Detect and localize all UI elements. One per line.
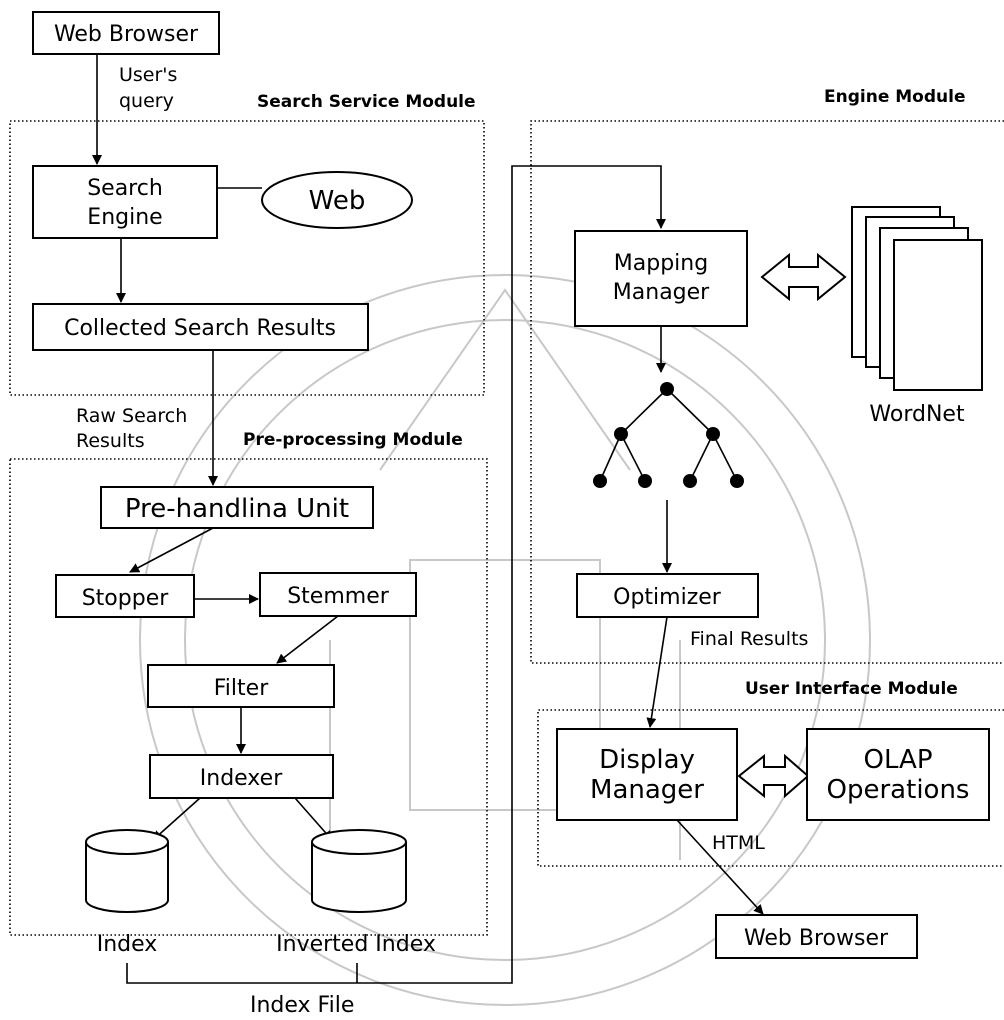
mapping-manager-label-2: Manager	[613, 280, 710, 305]
wordnet-documents-icon	[851, 206, 983, 391]
display-manager-label-2: Manager	[590, 775, 704, 805]
indexer-label: Indexer	[200, 766, 283, 791]
indexer-node: Indexer	[149, 754, 334, 799]
users-query-label-2: query	[119, 90, 174, 112]
olap-operations-node: OLAP Operations	[806, 728, 990, 821]
web-browser-top-label: Web Browser	[54, 22, 199, 47]
filter-label: Filter	[214, 676, 269, 701]
search-engine-label-1: Search	[87, 176, 163, 201]
mapping-manager-node: Mapping Manager	[574, 230, 748, 327]
raw-results-label-1: Raw Search	[76, 405, 187, 427]
index-label: Index	[97, 932, 158, 957]
web-node: Web	[261, 171, 413, 229]
olap-operations-label-2: Operations	[827, 775, 970, 805]
users-query-label-1: User's	[119, 64, 177, 86]
web-browser-bottom-node: Web Browser	[715, 914, 918, 959]
display-manager-label-1: Display	[599, 745, 695, 775]
stemmer-node: Stemmer	[259, 572, 417, 617]
web-label: Web	[309, 186, 366, 216]
index-file-connector	[126, 165, 661, 984]
web-browser-top-node: Web Browser	[32, 11, 220, 55]
stemmer-label: Stemmer	[287, 584, 390, 609]
stopper-node: Stopper	[55, 574, 195, 618]
search-service-module-boundary	[9, 120, 485, 396]
display-olap-double-arrow	[737, 753, 810, 799]
mapping-manager-label-1: Mapping	[614, 251, 708, 276]
optimizer-label: Optimizer	[613, 585, 722, 610]
pre-processing-module-title: Pre-processing Module	[243, 430, 463, 450]
inverted-index-label: Inverted Index	[276, 932, 436, 957]
engine-module-title: Engine Module	[824, 87, 966, 107]
web-browser-bottom-label: Web Browser	[744, 926, 889, 951]
pre-processing-module-boundary	[9, 458, 488, 936]
display-manager-node: Display Manager	[556, 728, 738, 821]
collected-search-results-node: Collected Search Results	[32, 303, 369, 351]
pre-handling-to-stopper-arrow	[129, 527, 214, 573]
stemmer-to-filter-arrow	[276, 615, 339, 664]
search-engine-node: Search Engine	[32, 165, 218, 239]
index-file-label: Index File	[250, 993, 354, 1018]
inverted-index-database-icon	[311, 829, 407, 913]
concept-tree-icon	[593, 382, 744, 488]
html-label: HTML	[712, 832, 765, 854]
optimizer-node: Optimizer	[576, 573, 759, 618]
index-database-icon	[85, 829, 169, 913]
html-output-arrow	[676, 819, 764, 915]
user-interface-module-boundary	[537, 709, 1004, 867]
wordnet-label: WordNet	[869, 402, 965, 427]
pre-handling-unit-label: Pre-handlina Unit	[125, 494, 349, 524]
final-results-label: Final Results	[690, 628, 808, 650]
user-interface-module-title: User Interface Module	[745, 679, 958, 699]
indexer-to-index-arrow	[152, 797, 201, 841]
search-engine-label-2: Engine	[87, 205, 162, 230]
engine-module-boundary	[530, 120, 1004, 664]
collected-search-results-label: Collected Search Results	[64, 316, 336, 341]
mapping-wordnet-double-arrow	[760, 252, 847, 302]
final-results-arrow	[646, 616, 668, 728]
olap-operations-label-1: OLAP	[863, 745, 932, 775]
raw-results-label-2: Results	[76, 430, 145, 452]
search-service-module-title: Search Service Module	[257, 92, 476, 112]
pre-handling-unit-node: Pre-handlina Unit	[100, 486, 374, 529]
stopper-label: Stopper	[82, 586, 170, 611]
filter-node: Filter	[147, 664, 335, 708]
